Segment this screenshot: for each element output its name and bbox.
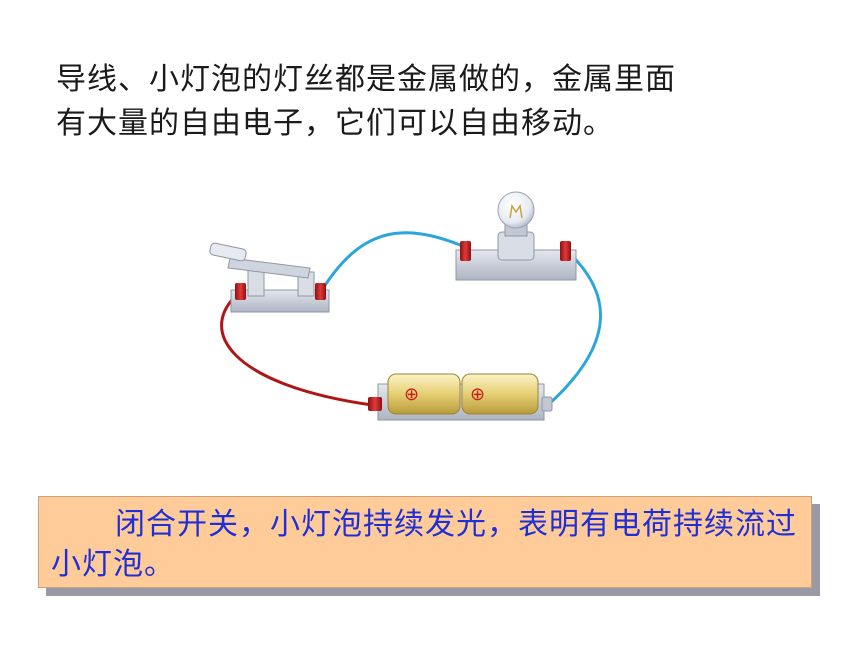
intro-line-2: 有大量的自由电子，它们可以自由移动。 — [56, 106, 614, 141]
switch-blade — [227, 257, 311, 279]
note-text: 闭合开关，小灯泡持续发光，表明有电荷持续流过小灯泡。 — [51, 507, 797, 582]
battery-cell-2 — [461, 373, 539, 415]
battery-cell-1 — [387, 373, 461, 415]
intro-text: 导线、小灯泡的灯丝都是金属做的，金属里面 有大量的自由电子，它们可以自由移动。 — [56, 58, 776, 146]
light-bulb — [455, 191, 577, 281]
bulb-terminal-left — [460, 241, 471, 261]
intro-line-1: 导线、小灯泡的灯丝都是金属做的，金属里面 — [56, 62, 676, 97]
bulb-glass — [497, 191, 535, 229]
switch-handle — [209, 242, 247, 262]
knife-switch — [209, 242, 330, 313]
battery-pack: ⊕ ⊕ — [368, 373, 553, 421]
note-box: 闭合开关，小灯泡持续发光，表明有电荷持续流过小灯泡。 — [38, 496, 812, 588]
bulb-terminal-right — [560, 241, 571, 261]
switch-terminal-left — [235, 283, 246, 300]
wire-bulb-to-battery — [546, 248, 603, 407]
battery-terminal-right — [541, 396, 553, 412]
switch-terminal-right — [315, 283, 326, 300]
battery-terminal-left — [368, 397, 382, 411]
wire-switch-to-battery — [220, 290, 373, 407]
battery-cell-1-mark: ⊕ — [404, 384, 419, 405]
bulb-filament — [509, 204, 523, 219]
battery-cell-2-mark: ⊕ — [470, 384, 485, 405]
wire-switch-to-bulb — [320, 231, 466, 291]
